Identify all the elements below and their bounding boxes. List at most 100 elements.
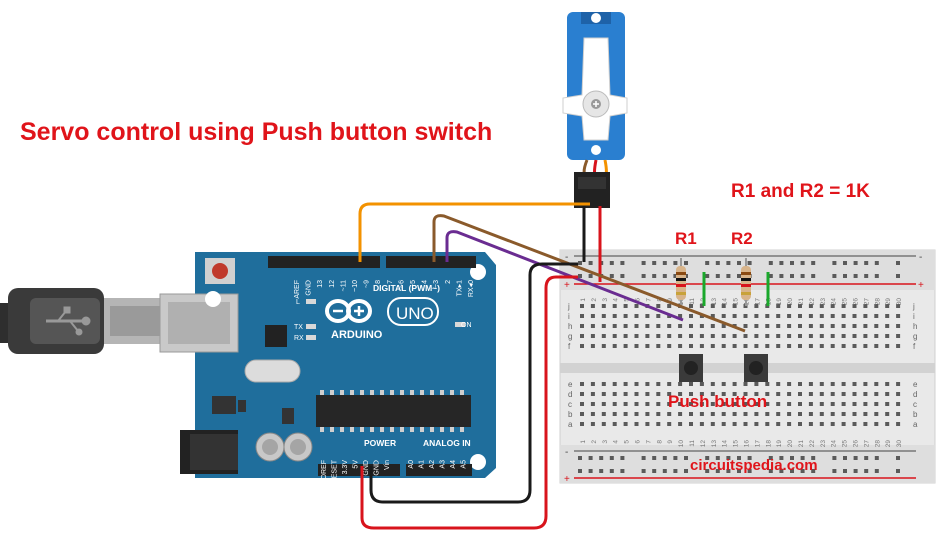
on-led-label: ON (461, 322, 472, 329)
arduino-logo-text: ARDUINO (331, 329, 383, 341)
column-number: 21 (798, 440, 805, 448)
column-number: 27 (863, 440, 870, 448)
usb-icon (46, 306, 91, 336)
page-title: Servo control using Push button switch (20, 118, 493, 146)
pin-label: 2 (445, 280, 452, 284)
pin-label: A3 (440, 460, 447, 469)
column-number: 1 (580, 440, 587, 444)
pin-label: 12 (329, 280, 336, 288)
pin-label: 4 (422, 280, 429, 284)
row-letter: i (913, 312, 915, 321)
column-number: 9 (667, 298, 674, 302)
pin-label: ~11 (340, 280, 347, 291)
column-number: 23 (820, 298, 827, 306)
column-number: 27 (863, 298, 870, 306)
arduino-model-text: UNO (396, 304, 434, 323)
row-letter: f (913, 342, 916, 351)
column-number: 10 (678, 440, 685, 448)
pin-label: TX▸1 (456, 280, 463, 296)
row-letter: d (913, 390, 917, 399)
breadboard-holes (578, 261, 901, 473)
pin-label: A5 (461, 460, 468, 469)
column-number: 2 (591, 298, 598, 302)
pin-label: 7 (387, 280, 394, 284)
column-number: 25 (842, 440, 849, 448)
rail-minus-top: - (565, 252, 568, 263)
resistor-r2-label: R2 (731, 229, 753, 248)
row-letter: a (568, 420, 573, 429)
column-number: 20 (787, 440, 794, 448)
column-number: 13 (711, 298, 718, 306)
column-number: 21 (798, 298, 805, 306)
column-number: 3 (602, 440, 609, 444)
pin-label: AREF (294, 280, 301, 299)
row-letter: c (913, 400, 917, 409)
row-letter: i (568, 312, 570, 321)
column-number: 14 (722, 440, 729, 448)
pin-label: A4 (450, 460, 457, 469)
column-number: 14 (722, 298, 729, 306)
push-button-2[interactable] (744, 354, 768, 382)
column-number: 23 (820, 440, 827, 448)
push-button-1[interactable] (679, 354, 703, 382)
column-number: 17 (754, 298, 761, 306)
column-number: 28 (874, 440, 881, 448)
pin-label: ~3 (433, 280, 440, 288)
pin-label: Vin (384, 460, 391, 470)
column-number: 15 (733, 298, 740, 306)
column-number: 13 (711, 440, 718, 448)
rail-minus-bottom: - (565, 447, 568, 458)
column-number: 20 (787, 298, 794, 306)
row-letter: b (913, 410, 918, 419)
row-letter: g (913, 332, 917, 341)
column-number: 7 (645, 298, 652, 302)
column-number: 19 (776, 440, 783, 448)
pin-label: A0 (408, 460, 415, 469)
column-number: 11 (689, 298, 696, 305)
rail-minus-right: - (919, 252, 922, 263)
reset-button[interactable] (205, 258, 235, 284)
column-number: 4 (613, 298, 620, 302)
column-number: 25 (842, 298, 849, 306)
l-led-label: L (296, 299, 300, 306)
column-number: 30 (896, 440, 903, 448)
row-letter: h (568, 322, 572, 331)
column-number: 6 (635, 298, 642, 302)
pin-label: GND (306, 280, 313, 296)
resistor-value-note: R1 and R2 = 1K (731, 181, 870, 202)
column-number: 3 (602, 298, 609, 302)
rail-plus-right: + (918, 280, 924, 291)
pin-label: ~9 (364, 280, 371, 288)
pin-label: ~5 (410, 280, 417, 288)
column-number: 17 (754, 440, 761, 448)
row-letter: d (568, 390, 572, 399)
resistor-r2[interactable] (741, 258, 751, 306)
pin-label: 8 (375, 280, 382, 284)
row-letter: f (568, 342, 571, 351)
pin-label: 13 (317, 280, 324, 288)
pin-label: 3.3V (342, 460, 349, 475)
row-letter: e (913, 380, 918, 389)
resistor-r1[interactable] (676, 258, 686, 306)
row-letter: h (913, 322, 917, 331)
row-letter: c (568, 400, 572, 409)
website-label: circuitspedia.com (690, 457, 818, 474)
row-letter: j (567, 302, 570, 311)
column-number: 29 (885, 298, 892, 306)
resistor-r1-label: R1 (675, 229, 697, 248)
row-letter: a (913, 420, 918, 429)
row-letter: b (568, 410, 573, 419)
rail-plus-bottom: + (564, 474, 570, 485)
push-button-label: Push button (668, 392, 768, 411)
column-number: 9 (667, 440, 674, 444)
column-number: 4 (613, 440, 620, 444)
column-number: 29 (885, 440, 892, 448)
arduino-logo (325, 299, 372, 323)
column-number: 12 (700, 440, 707, 448)
column-number: 24 (831, 298, 838, 306)
row-letter: g (568, 332, 572, 341)
